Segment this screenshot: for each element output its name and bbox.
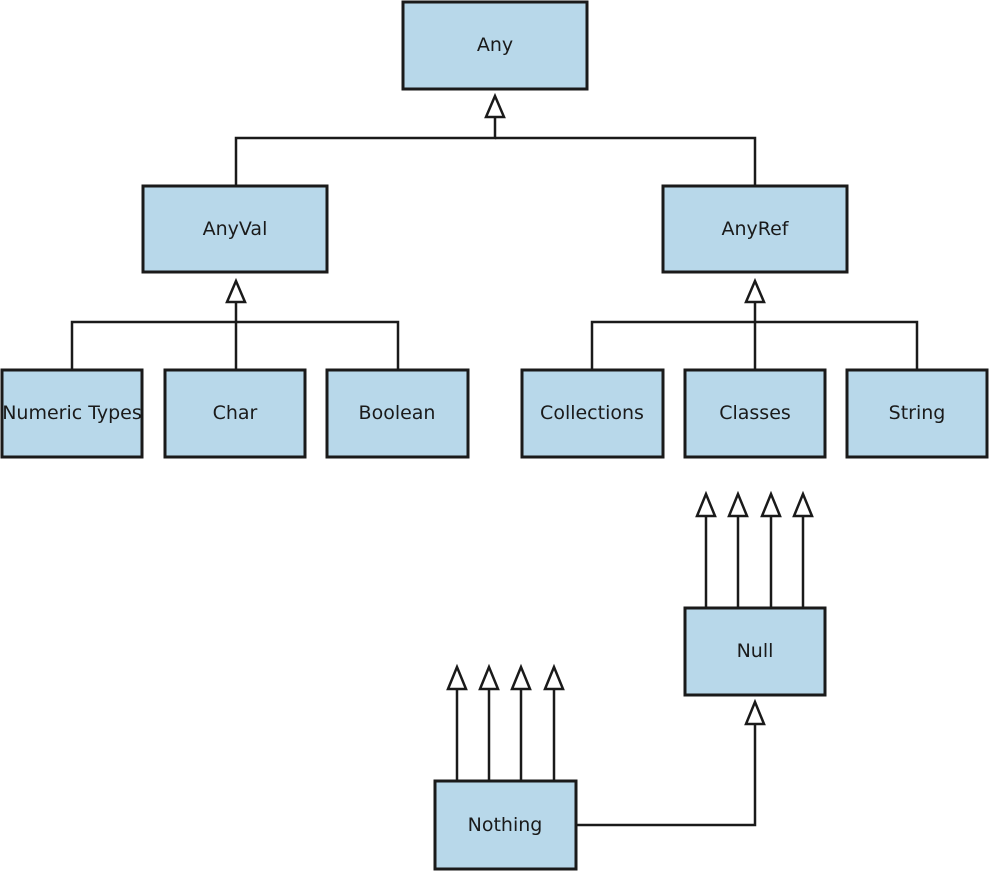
null-arrowhead-4 [792,490,814,518]
nothing-arrowhead-4 [543,663,565,691]
edge-anyval-children [70,277,400,370]
null-arrowhead-3 [760,490,782,518]
node-nothing-label: Nothing [468,814,543,836]
nothing-arrowhead-2 [478,663,500,691]
edge-anyref-children [590,277,919,370]
node-classes: Classes [683,368,827,459]
node-collections: Collections [520,368,665,459]
nothing-arrowhead-3 [510,663,532,691]
node-numeric-types-label: Numeric Types [2,402,142,424]
nothing-upward-arrows [446,663,565,781]
node-any: Any [401,0,589,91]
edge-nothing-to-null [577,698,766,827]
node-anyval-label: AnyVal [203,218,268,240]
node-null-label: Null [737,640,774,662]
node-anyref-label: AnyRef [721,218,789,240]
node-classes-label: Classes [719,402,791,424]
edge-nothing-null-line [577,724,757,827]
arrowhead-null [744,698,766,726]
node-char-label: Char [213,402,258,424]
null-upward-arrows [695,490,814,608]
node-numeric-types: Numeric Types [0,368,144,459]
node-any-label: Any [477,34,513,56]
node-nothing: Nothing [433,779,578,871]
node-boolean: Boolean [325,368,470,459]
node-null: Null [683,606,827,697]
node-boolean-label: Boolean [359,402,436,424]
node-string: String [845,368,989,459]
node-collections-label: Collections [540,402,644,424]
edge-any-children [234,92,757,186]
edge-anyref-to-any [495,136,757,186]
arrowhead-any [484,92,506,119]
edge-anyval-to-any [234,117,497,186]
node-string-label: String [889,402,946,424]
nothing-arrowhead-1 [446,663,468,691]
arrowhead-anyref [744,277,766,304]
null-arrowhead-1 [695,490,717,518]
node-anyref: AnyRef [661,184,849,274]
node-anyval: AnyVal [141,184,329,274]
null-arrowhead-2 [727,490,749,518]
arrowhead-anyval [225,277,247,304]
node-char: Char [163,368,307,459]
